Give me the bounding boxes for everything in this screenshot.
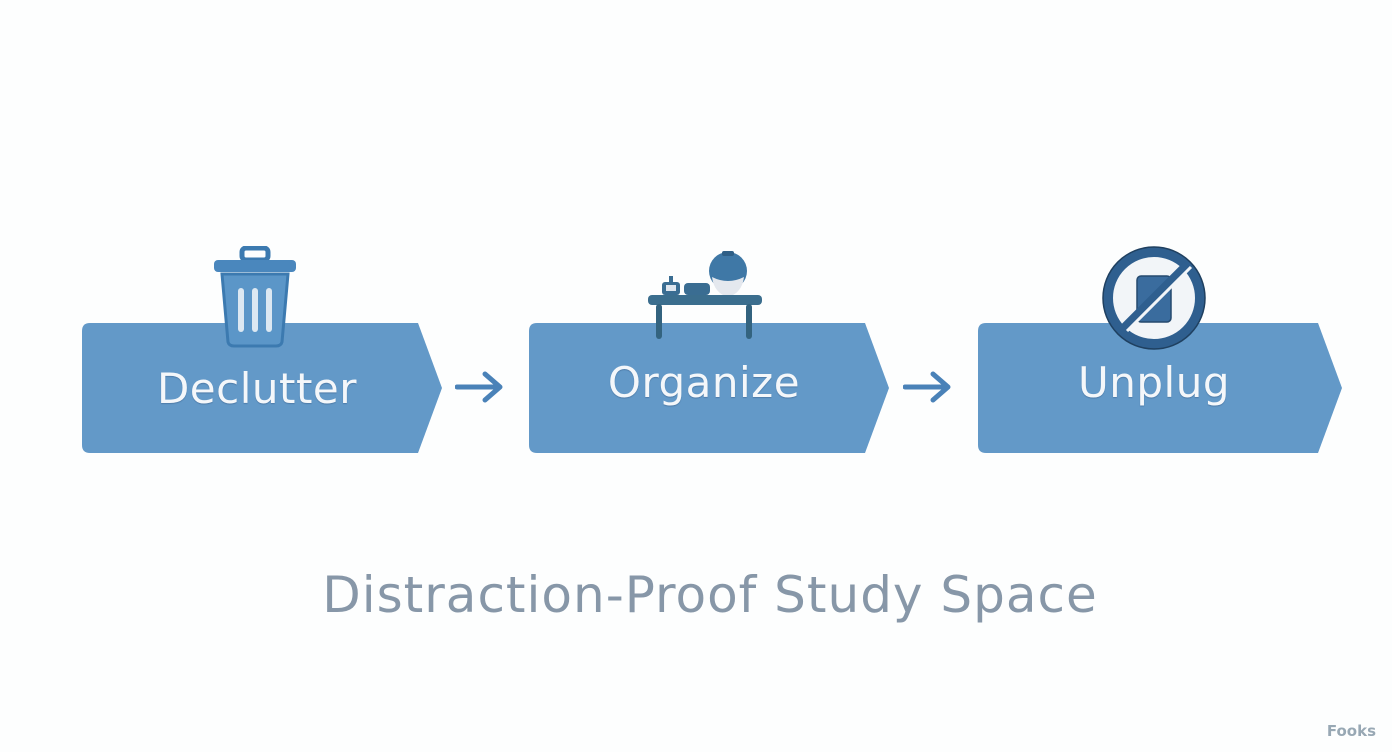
- step-label: Declutter: [156, 363, 358, 413]
- step-box: [82, 323, 442, 453]
- step-organize: Organize: [529, 323, 891, 453]
- watermark-logo: Fooks: [1326, 722, 1376, 740]
- step-unplug: Unplug: [978, 323, 1344, 453]
- trash-can-icon: [214, 246, 296, 348]
- step-box: [978, 323, 1342, 453]
- no-device-icon: [1102, 246, 1206, 350]
- desk-icon: [648, 251, 762, 339]
- diagram-title: Distraction-Proof Study Space: [322, 566, 1098, 624]
- arrow-right-icon: [903, 371, 951, 403]
- step-label: Organize: [607, 357, 801, 407]
- step-declutter: Declutter: [82, 323, 444, 453]
- arrow-right-icon: [455, 371, 503, 403]
- step-label: Unplug: [1078, 357, 1230, 407]
- step-box: [529, 323, 889, 453]
